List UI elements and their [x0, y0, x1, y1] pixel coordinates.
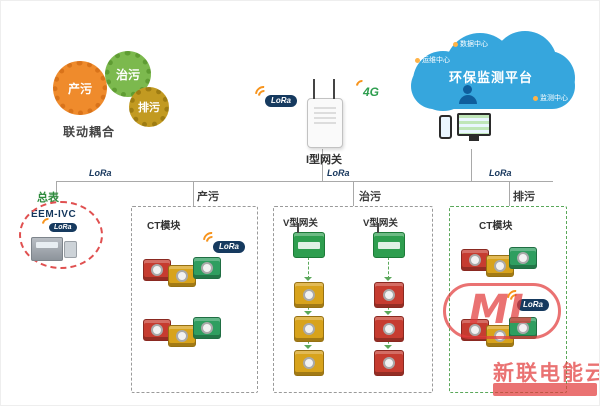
gear-treat-label: 治污 — [115, 67, 140, 82]
zone-produce-lora-label: LoRa — [219, 242, 239, 251]
ct-module-red — [374, 316, 404, 342]
node-dot-icon — [453, 41, 458, 47]
gateway-drop-line — [322, 149, 323, 181]
treat-drop-line — [353, 181, 354, 206]
zone-produce-box — [131, 206, 258, 393]
arrow-down-icon — [304, 345, 312, 353]
meter-device-icon — [31, 237, 63, 261]
arrow-down-icon — [384, 311, 392, 319]
monitor-icon — [457, 113, 491, 136]
gateway-antenna-icon — [313, 79, 315, 99]
dashed-connector — [388, 307, 389, 314]
zone-discharge-label: 排污 — [513, 191, 535, 203]
meter-drop-line — [56, 181, 57, 201]
discharge-drop-line — [509, 181, 510, 206]
dashed-connector — [388, 257, 389, 279]
zone-treat-label: 治污 — [359, 191, 381, 203]
dashed-connector — [308, 341, 309, 348]
gear-produce-label: 产污 — [67, 81, 92, 96]
4g-icon: 4G — [353, 77, 380, 99]
gateway-label: I型网关 — [305, 154, 343, 166]
gateway-device-icon — [307, 98, 343, 148]
zone-discharge-module-label: CT模块 — [479, 221, 513, 232]
meter-dashed-circle — [19, 201, 103, 269]
cloud-node-data-center: 数据中心 — [453, 39, 488, 49]
arrow-down-icon — [304, 277, 312, 285]
v-gateway-device — [293, 232, 325, 258]
bus-lora-right: LoRa — [489, 168, 512, 178]
ct-device-green — [509, 317, 537, 339]
gear-discharge: 排污 — [129, 87, 169, 127]
dashed-connector — [388, 341, 389, 348]
monitor-stand-icon — [469, 136, 479, 141]
v-gateway-antenna-icon — [297, 223, 299, 233]
cloud-node-monitor-center: 监测中心 — [533, 93, 568, 103]
node-dot-icon — [533, 95, 538, 101]
v-gateway-right-label: V型网关 — [363, 218, 398, 229]
ct-module-yellow — [294, 282, 324, 308]
ct-module-yellow — [294, 316, 324, 342]
cloud-node-data-center-label: 数据中心 — [460, 41, 488, 48]
v-gateway-antenna-icon — [377, 223, 379, 233]
produce-drop-line — [193, 181, 194, 206]
gear-produce: 产污 — [53, 61, 107, 115]
bus-lora-mid: LoRa — [327, 168, 350, 178]
node-dot-icon — [415, 57, 420, 63]
meter-device-icon — [64, 241, 77, 258]
dashed-connector — [308, 257, 309, 279]
zone-discharge-lora-badge: LoRa — [503, 286, 549, 311]
lora-bus-line — [56, 181, 553, 182]
arrow-down-icon — [304, 311, 312, 319]
zone-treat-box — [273, 206, 433, 393]
ct-device-green — [193, 317, 221, 339]
gear-discharge-label: 排污 — [138, 102, 160, 114]
4g-label: 4G — [363, 85, 380, 99]
gear-caption: 联动耦合 — [63, 125, 116, 139]
platform-title: 环保监测平台 — [449, 70, 534, 85]
arrow-down-icon — [384, 277, 392, 285]
ct-module-yellow — [294, 350, 324, 376]
zone-produce-label: 产污 — [197, 191, 219, 203]
person-icon — [463, 85, 472, 94]
cloud-shape — [411, 63, 575, 109]
ct-device-green — [509, 247, 537, 269]
person-icon — [459, 95, 477, 104]
zone-produce-lora-badge: LoRa — [199, 228, 245, 253]
ct-device-red — [461, 249, 489, 271]
ct-device-red — [143, 259, 171, 281]
zone-produce-module-label: CT模块 — [147, 221, 181, 232]
cloud-node-monitor-center-label: 监测中心 — [540, 95, 568, 102]
ct-device-yellow — [168, 265, 196, 287]
cloud-drop-line — [471, 149, 472, 181]
arrow-down-icon — [384, 345, 392, 353]
ct-device-green — [193, 257, 221, 279]
ct-device-yellow — [168, 325, 196, 347]
ct-module-red — [374, 350, 404, 376]
gateway-antenna-icon — [333, 79, 335, 99]
gear-treat: 治污 — [105, 51, 151, 97]
phone-icon — [439, 115, 452, 139]
cloud-node-ops-center: 运维中心 — [415, 55, 450, 65]
zone-discharge-lora-label: LoRa — [523, 300, 543, 309]
gateway-lora-label: LoRa — [271, 96, 291, 105]
meter-lora-label: LoRa — [54, 224, 72, 231]
meter-lora-badge: LoRa — [39, 215, 77, 233]
cloud-node-ops-center-label: 运维中心 — [422, 57, 450, 64]
v-gateway-device — [373, 232, 405, 258]
bus-lora-left: LoRa — [89, 168, 112, 178]
ct-module-red — [374, 282, 404, 308]
dashed-connector — [308, 307, 309, 314]
gateway-lora-badge: LoRa — [251, 82, 297, 107]
ct-device-red — [461, 319, 489, 341]
v-gateway-left-label: V型网关 — [283, 218, 318, 229]
ct-device-red — [143, 319, 171, 341]
